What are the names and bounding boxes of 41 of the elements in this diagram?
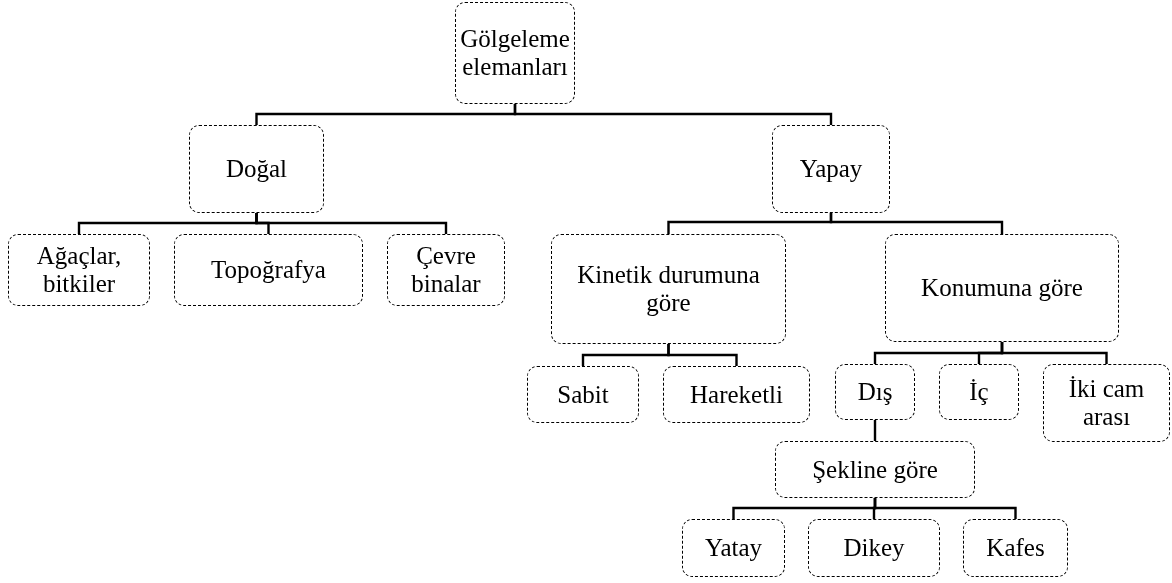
node-label: Kafes bbox=[986, 534, 1045, 562]
dashed-box bbox=[1043, 364, 1170, 442]
node-label: Yapay bbox=[799, 155, 863, 183]
dashed-box bbox=[663, 366, 810, 423]
node-label: Topoğrafya bbox=[211, 256, 326, 284]
dashed-box bbox=[174, 234, 363, 306]
node-label: Yatay bbox=[704, 534, 763, 562]
node-label: Kinetik durumuna göre bbox=[576, 261, 761, 317]
dashed-box bbox=[835, 364, 915, 420]
node-label: Sabit bbox=[557, 380, 609, 409]
node-label: Doğal bbox=[225, 155, 288, 183]
dashed-box bbox=[189, 125, 324, 213]
node-label: İki cam arası bbox=[1067, 375, 1146, 431]
node-label: Dikey bbox=[843, 534, 905, 562]
dashed-box bbox=[551, 234, 786, 344]
node-label: İç bbox=[969, 378, 989, 406]
node-label: Dış bbox=[857, 378, 893, 406]
connector-line bbox=[873, 420, 877, 441]
dashed-box bbox=[939, 364, 1019, 420]
dashed-box bbox=[808, 519, 940, 577]
connector-line bbox=[667, 344, 738, 366]
connector-line bbox=[1000, 342, 1108, 364]
connector-line bbox=[513, 104, 833, 125]
dashed-box bbox=[455, 2, 575, 104]
dashed-box bbox=[775, 441, 975, 498]
dashed-box bbox=[387, 234, 505, 306]
dashed-box bbox=[772, 125, 890, 213]
connector-line bbox=[873, 498, 1017, 519]
dashed-box bbox=[885, 234, 1119, 342]
dashed-box bbox=[963, 519, 1068, 577]
node-label: Ağaçlar, bitkiler bbox=[35, 242, 123, 298]
connector-line bbox=[255, 213, 448, 234]
node-label: Çevre binalar bbox=[410, 242, 482, 298]
node-label: Hareketli bbox=[690, 380, 783, 409]
dashed-box bbox=[527, 366, 639, 423]
connector-line bbox=[829, 213, 1004, 234]
node-label: Gölgeleme elemanları bbox=[459, 25, 571, 81]
dashed-box bbox=[682, 519, 785, 577]
node-label: Konumuna göre bbox=[921, 274, 1083, 302]
node-label: Şekline göre bbox=[812, 455, 938, 484]
dashed-box bbox=[8, 234, 150, 306]
